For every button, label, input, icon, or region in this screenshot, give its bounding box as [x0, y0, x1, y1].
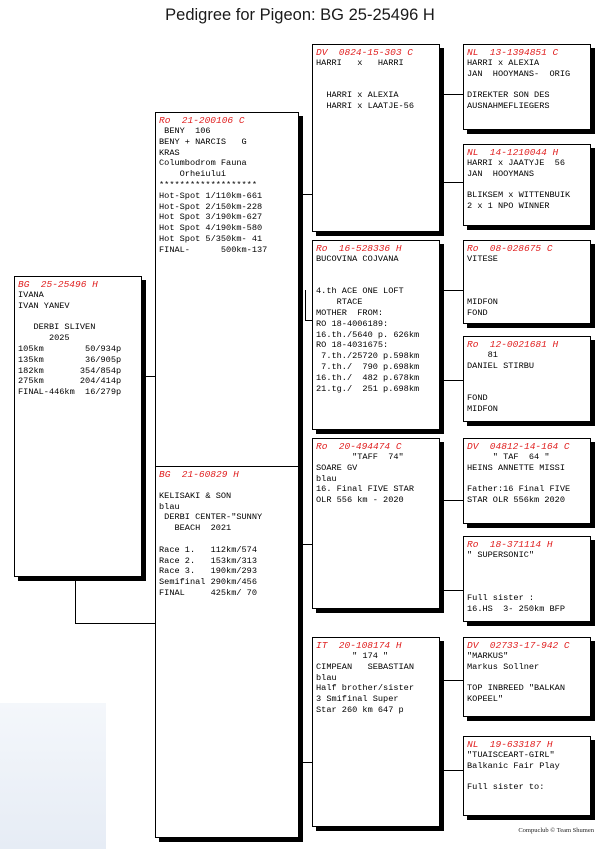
pigeon-card-sire-sire[interactable]: DV 0824-15-303 C HARRI x HARRI HARRI x A… — [312, 44, 440, 232]
ring-number: DV 04812-14-164 C — [467, 441, 570, 452]
ring-number: IT 20-108174 H — [316, 640, 402, 651]
connector-line — [143, 376, 155, 377]
connector-line — [75, 577, 76, 623]
ring-number: Ro 12-0021681 H — [467, 339, 559, 350]
ring-number: Ro 21-200106 C — [159, 115, 245, 126]
connector-line — [440, 380, 463, 381]
ring-number: BG 21-60829 H — [159, 469, 239, 480]
connector-line — [440, 94, 463, 95]
watermark-image — [0, 703, 106, 849]
connector-line — [300, 544, 312, 545]
pigeon-details: "TUAISCEART-GIRL" Balkanic Fair Play Ful… — [467, 750, 560, 793]
pigeon-card-subject[interactable]: BG 25-25496 H IVANA IVAN YANEV DERBI SLI… — [14, 276, 142, 577]
connector-line — [300, 762, 312, 763]
connector-line — [440, 770, 463, 771]
ring-number: NL 14-1210044 H — [467, 147, 559, 158]
pigeon-details: "TAFF 74" SOARE GV blau 16. Final FIVE S… — [316, 452, 414, 506]
ring-number: NL 19-633187 H — [467, 739, 553, 750]
pigeon-details: KELISAKI & SON blau DERBI CENTER-"SUNNY … — [159, 490, 263, 598]
pigeon-details: VITESE MIDFON FOND — [467, 254, 498, 318]
connector-line — [440, 500, 463, 501]
page-title: Pedigree for Pigeon: BG 25-25496 H — [165, 6, 435, 24]
ring-number: NL 13-1394851 C — [467, 47, 559, 58]
connector-line — [440, 182, 463, 183]
ring-number: DV 0824-15-303 C — [316, 47, 413, 58]
pigeon-details: " TAF 64 " HEINS ANNETTE MISSI Father:16… — [467, 452, 571, 506]
ring-number: Ro 08-028675 C — [467, 243, 553, 254]
pigeon-details: BUCOVINA COJVANA 4.th ACE ONE LOFT RTACE… — [316, 254, 420, 394]
pigeon-details: IVANA IVAN YANEV DERBI SLIVEN 2025 105km… — [18, 290, 122, 398]
ring-number: DV 02733-17-942 C — [467, 640, 570, 651]
connector-line — [440, 680, 463, 681]
ring-number: Ro 20-494474 C — [316, 441, 402, 452]
pigeon-details: HARRI x ALEXIA JAN HOOYMANS- ORIG DIREKT… — [467, 58, 571, 112]
pigeon-card-dam-dam[interactable]: IT 20-108174 H " 174 " CIMPEAN SEBASTIAN… — [312, 637, 440, 827]
pigeon-card-sds[interactable]: Ro 08-028675 C VITESE MIDFON FOND — [463, 240, 591, 324]
connector-line — [300, 194, 312, 195]
pigeon-details: 81 DANIEL STIRBU FOND MIDFON — [467, 350, 535, 414]
pigeon-details: HARRI x JAATYJE 56 JAN HOOYMANS BLIKSEM … — [467, 158, 571, 212]
pigeon-details: HARRI x HARRI HARRI x ALEXIA HARRI x LAA… — [316, 58, 414, 112]
pigeon-card-dds[interactable]: DV 02733-17-942 C "MARKUS" Markus Sollne… — [463, 637, 591, 717]
footer-credit: Compuclub © Team Shumen — [518, 827, 594, 834]
pigeon-card-sdd[interactable]: Ro 12-0021681 H 81 DANIEL STIRBU FOND MI… — [463, 336, 591, 422]
connector-line — [440, 290, 463, 291]
pigeon-card-ssd[interactable]: NL 14-1210044 H HARRI x JAATYJE 56 JAN H… — [463, 144, 591, 226]
pigeon-card-ddd[interactable]: NL 19-633187 H "TUAISCEART-GIRL" Balkani… — [463, 736, 591, 816]
connector-line — [300, 609, 301, 762]
connector-line — [75, 623, 155, 624]
pigeon-details: "MARKUS" Markus Sollner TOP INBREED "BAL… — [467, 651, 565, 705]
pigeon-card-sire[interactable]: Ro 21-200106 C BENY 106 BENY + NARCIS G … — [155, 112, 299, 492]
pigeon-card-dsd[interactable]: Ro 18-371114 H " SUPERSONIC" Full sister… — [463, 536, 591, 622]
connector-line — [305, 320, 312, 321]
pigeon-card-dam[interactable]: BG 21-60829 H KELISAKI & SON blau DERBI … — [155, 466, 299, 838]
pigeon-card-dss[interactable]: DV 04812-14-164 C " TAF 64 " HEINS ANNET… — [463, 438, 591, 524]
connector-line — [305, 290, 306, 320]
ring-number: Ro 18-371114 H — [467, 539, 553, 550]
pigeon-card-sss[interactable]: NL 13-1394851 C HARRI x ALEXIA JAN HOOYM… — [463, 44, 591, 130]
pigeon-details: " SUPERSONIC" Full sister : 16.HS 3- 250… — [467, 550, 565, 614]
pigeon-card-dam-sire[interactable]: Ro 20-494474 C "TAFF 74" SOARE GV blau 1… — [312, 438, 440, 609]
ring-number: BG 25-25496 H — [18, 279, 98, 290]
ring-number: Ro 16-528336 H — [316, 243, 402, 254]
pigeon-details: BENY 106 BENY + NARCIS G KRAS Columbodro… — [159, 126, 268, 255]
connector-line — [440, 590, 463, 591]
pigeon-card-sire-dam[interactable]: Ro 16-528336 H BUCOVINA COJVANA 4.th ACE… — [312, 240, 440, 430]
pigeon-details: " 174 " CIMPEAN SEBASTIAN blau Half brot… — [316, 651, 414, 715]
